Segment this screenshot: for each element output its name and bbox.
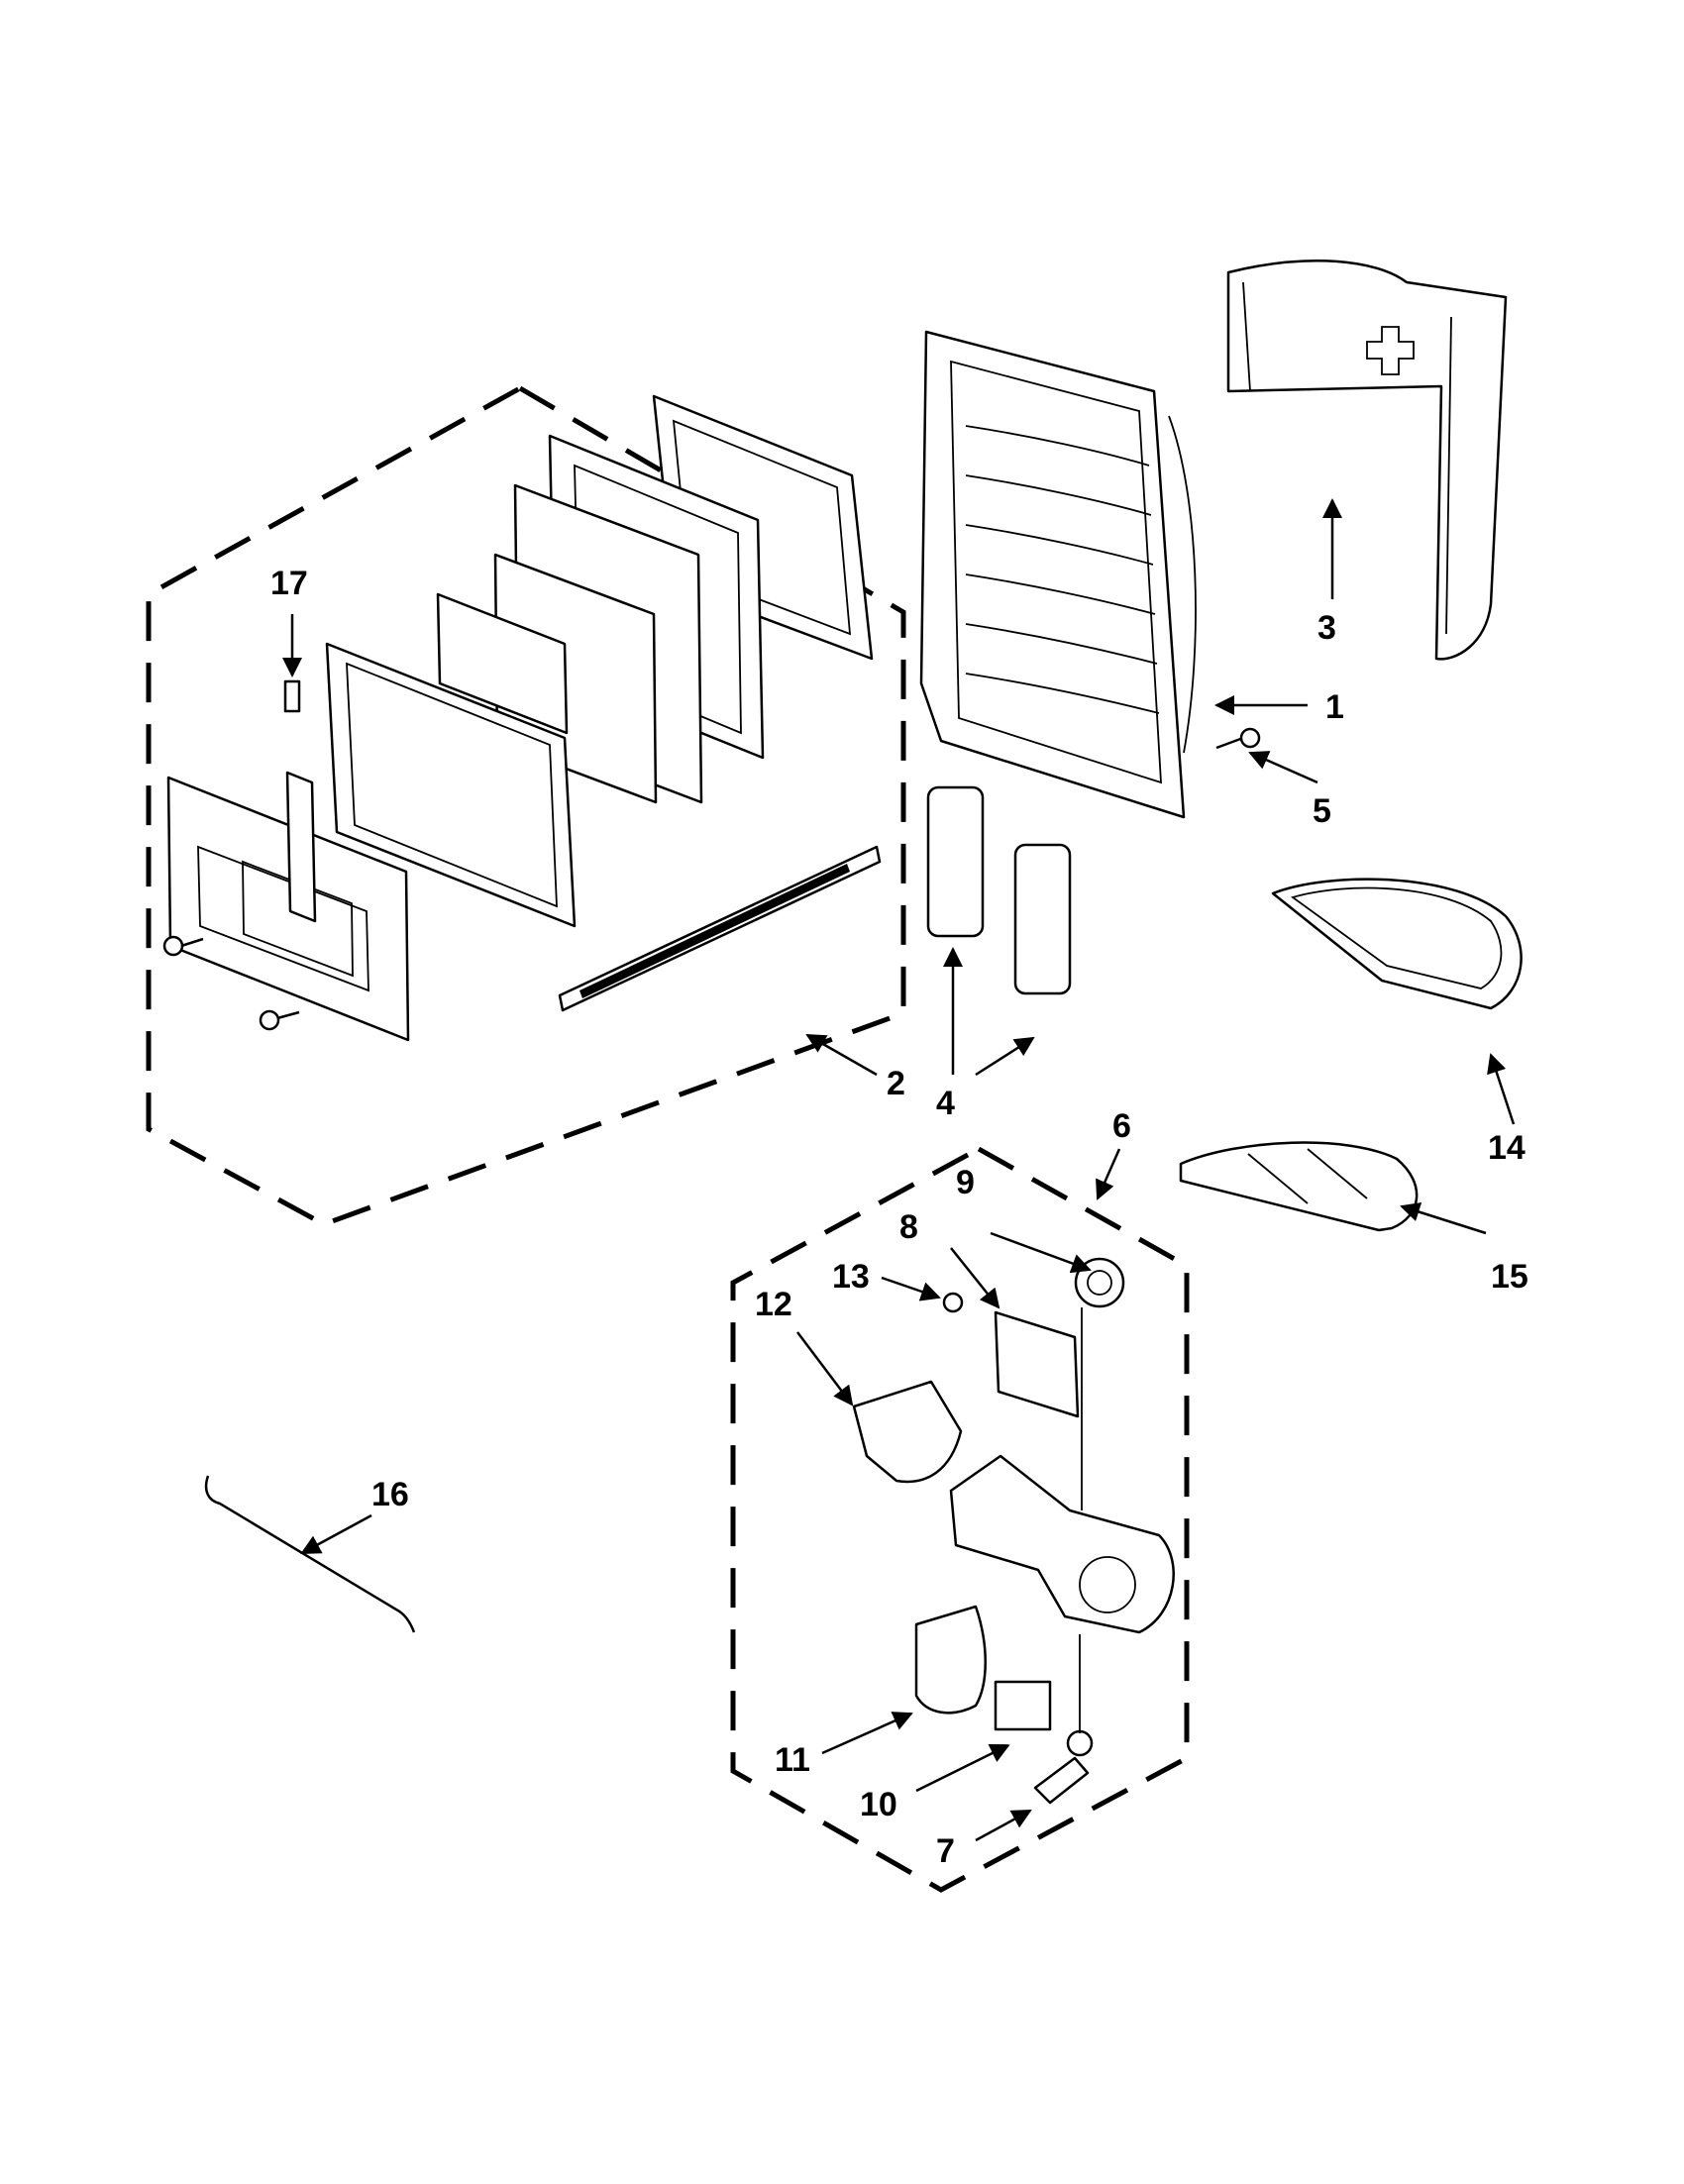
callout-4: 4: [936, 1085, 955, 1122]
dispenser-housing: [919, 330, 1197, 819]
screw-5: [1215, 727, 1261, 750]
dispenser-assembly-boundary: [730, 1146, 1190, 1893]
dispenser-parts: [852, 1257, 1175, 1805]
dispenser-base: [949, 1454, 1175, 1634]
solenoid-10: [994, 1680, 1052, 1731]
control-panel-assembly-boundary: [146, 385, 906, 1227]
callout-12: 12: [755, 1286, 792, 1323]
leader-arrows: [282, 498, 1516, 1842]
callout-7: 7: [936, 1832, 955, 1870]
callout-5: 5: [1313, 792, 1331, 830]
mounting-bracket: [285, 771, 317, 923]
callout-16: 16: [371, 1476, 409, 1513]
callout-10: 10: [860, 1786, 897, 1823]
callout-17: 17: [270, 565, 308, 602]
actuator-8: [994, 1310, 1080, 1418]
callout-2: 2: [887, 1065, 905, 1102]
dispenser-cover: [1226, 260, 1508, 661]
drip-tray-14: [1271, 878, 1523, 1010]
chute-12: [852, 1380, 963, 1484]
fitting-7: [1033, 1756, 1090, 1805]
callout-1: 1: [1325, 688, 1344, 726]
pad-left: [926, 785, 985, 938]
screw-bottom: [259, 1009, 300, 1031]
display-lens: [436, 592, 569, 735]
paddle-11: [914, 1605, 987, 1715]
callout-9: 9: [956, 1164, 975, 1201]
callout-6: 6: [1112, 1107, 1131, 1145]
screw-left: [162, 935, 204, 957]
bezel-frame: [325, 642, 577, 928]
callout-13: 13: [832, 1258, 870, 1296]
control-panel-parts: [162, 394, 882, 1042]
connector-17: [283, 679, 301, 713]
pin-13: [942, 1292, 964, 1313]
callout-8: 8: [899, 1208, 918, 1246]
callout-labels: 1 2 3 4 5 6 7 8 9 10 11 12 13 14 15 16 1…: [270, 565, 1528, 1870]
callout-3: 3: [1317, 609, 1336, 647]
wire-16: [204, 1475, 416, 1633]
callout-11: 11: [775, 1741, 810, 1779]
callout-14: 14: [1488, 1129, 1526, 1167]
drip-tray-grille-15: [1179, 1141, 1419, 1232]
pad-right: [1013, 843, 1072, 995]
callout-15: 15: [1491, 1258, 1528, 1296]
